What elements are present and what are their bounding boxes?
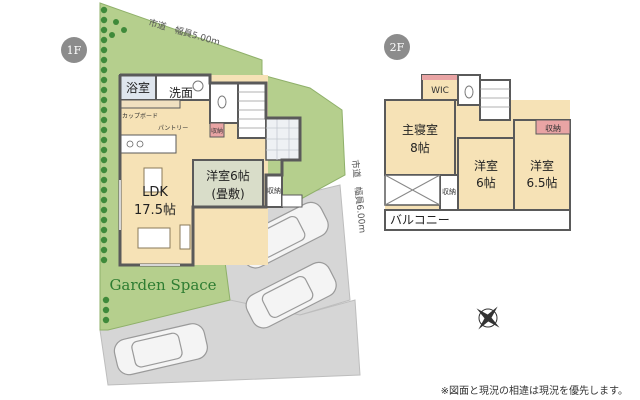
label-room1: 洋室 xyxy=(474,158,498,173)
label-tatami: 洋室6帖 xyxy=(206,168,250,183)
label-master-size: 8帖 xyxy=(410,140,430,155)
label-storage-2f-mid: 収納 xyxy=(442,187,456,196)
first-floor-plan xyxy=(118,73,303,267)
car-2 xyxy=(245,261,337,329)
label-tatami-sub: (畳敷) xyxy=(211,186,244,201)
label-balcony: バルコニー xyxy=(390,213,450,227)
label-storage-right: 収納 xyxy=(267,186,281,195)
badge-2f-label: 2F xyxy=(390,41,405,54)
label-room2-size: 6.5帖 xyxy=(526,175,557,190)
balcony xyxy=(384,209,571,231)
storage-top xyxy=(209,122,225,138)
label-room2: 洋室 xyxy=(530,158,554,173)
label-storage-2f-top: 収納 xyxy=(545,123,561,133)
tatami-room xyxy=(192,159,264,208)
label-washroom: 洗面 xyxy=(169,86,193,100)
label-wic: WIC xyxy=(431,86,449,96)
footnote: ※図面と現況の相違は現況を優先します。 xyxy=(441,384,628,397)
master-bedroom xyxy=(384,99,456,176)
second-floor-plan xyxy=(384,74,571,231)
shrubs xyxy=(100,6,127,324)
label-ldk: LDK xyxy=(142,185,168,200)
label-cupboard: カップボード xyxy=(122,112,158,120)
label-storage-top: 収納 xyxy=(211,127,223,135)
label-master: 主寝室 xyxy=(402,122,438,137)
garden-space-label: Garden Space xyxy=(109,276,216,294)
badge-1f xyxy=(61,37,87,63)
compass-icon xyxy=(476,306,500,330)
badge-2f xyxy=(384,34,410,60)
western-room-1 xyxy=(457,137,515,211)
storage-2f-top xyxy=(535,119,571,135)
car-3 xyxy=(113,323,208,376)
label-bath: 浴室 xyxy=(126,80,150,95)
label-ldk-size: 17.5帖 xyxy=(134,203,176,218)
label-room1-size: 6帖 xyxy=(476,175,496,190)
label-pantry: パントリー xyxy=(158,125,188,132)
badge-1f-label: 1F xyxy=(67,44,82,57)
road-label-right: 市道 幅員6.00m xyxy=(349,159,369,234)
